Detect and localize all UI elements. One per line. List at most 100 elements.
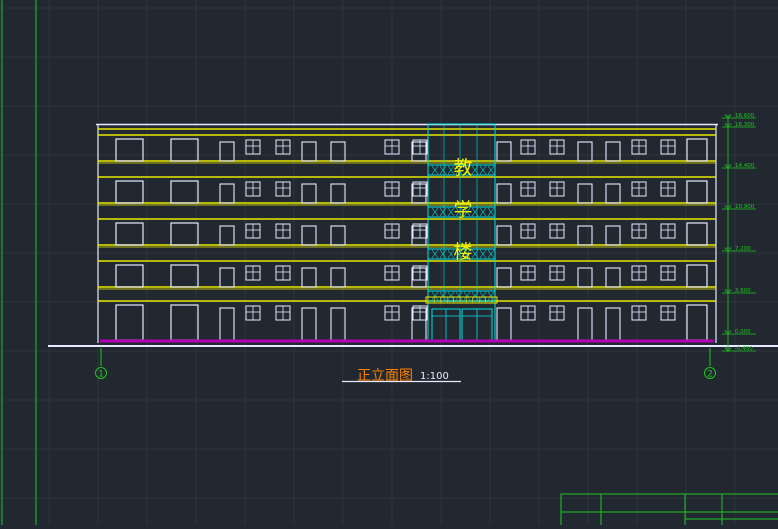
window-tall [496, 307, 512, 341]
building-elevation [48, 123, 778, 347]
window-mullioned [631, 223, 647, 239]
landing-hatch [431, 165, 439, 175]
elevation-label: 16.600 [735, 113, 755, 119]
window-large [115, 138, 144, 162]
window-mullioned [520, 139, 536, 155]
landing-hatch [479, 291, 487, 301]
window-tall [605, 141, 621, 162]
drawing-title-text: 正立面图 [357, 368, 413, 384]
window-mullioned [549, 305, 565, 321]
elevation-marks: 16.600 16.300 14.400 10.900 7.200 3.600 0.000 -… [722, 113, 756, 352]
landing-hatch [447, 165, 455, 175]
elevation-mark-grade: -0.450 [722, 346, 756, 352]
landing-hatch [455, 207, 463, 217]
window-large [170, 138, 199, 162]
window-tall [577, 183, 593, 204]
axis-marker-right: 2 [704, 348, 716, 380]
window-tall [219, 267, 235, 288]
building-name-char-3: 楼 [453, 241, 472, 263]
window-tall [605, 267, 621, 288]
axis-label-right: 2 [707, 370, 713, 380]
window-mullioned [245, 181, 261, 197]
entrance-canopy [425, 296, 498, 304]
elevation-mark-floor-2: 3.600 [722, 288, 756, 294]
window-mullioned [660, 181, 676, 197]
landing-hatch [487, 165, 495, 175]
elevation-label: 10.900 [735, 204, 755, 210]
window-tall [496, 141, 512, 162]
stair-landing [427, 290, 496, 302]
axis-label-left: 1 [98, 370, 104, 380]
stair-landing [427, 164, 496, 176]
landing-hatch [463, 291, 471, 301]
window-tall [301, 267, 317, 288]
window-tall [411, 267, 427, 288]
window-mullioned [660, 305, 676, 321]
window-tall [301, 307, 317, 341]
landing-hatch [447, 207, 455, 217]
window-large [170, 180, 199, 204]
window-mullioned [275, 305, 291, 321]
window-mullioned [275, 181, 291, 197]
window-large [170, 304, 199, 341]
drawing-scale-text: 1:100 [420, 371, 449, 382]
elevation-mark-ground: 0.000 [722, 329, 756, 335]
window-large [115, 222, 144, 246]
landing-hatch [439, 165, 447, 175]
window-mullioned [384, 265, 400, 281]
elevation-label: 14.400 [735, 163, 755, 169]
window-large [686, 304, 708, 341]
landing-hatch [487, 207, 495, 217]
window-tall [219, 225, 235, 246]
window-mullioned [245, 265, 261, 281]
window-mullioned [384, 181, 400, 197]
elevation-triangle [724, 289, 732, 294]
window-large [115, 180, 144, 204]
landing-hatch [447, 249, 455, 259]
landing-hatch [431, 207, 439, 217]
landing-hatch [431, 291, 439, 301]
window-mullioned [275, 265, 291, 281]
window-large [686, 264, 708, 288]
elevation-triangle [724, 347, 732, 352]
window-tall [605, 225, 621, 246]
window-tall [330, 183, 346, 204]
landing-hatch [471, 165, 479, 175]
elevation-label: 16.300 [735, 122, 755, 128]
window-mullioned [549, 181, 565, 197]
window-tall [605, 307, 621, 341]
window-mullioned [520, 305, 536, 321]
window-mullioned [549, 139, 565, 155]
window-tall [496, 183, 512, 204]
window-mullioned [412, 181, 428, 197]
window-mullioned [660, 139, 676, 155]
landing-rail [427, 290, 496, 302]
window-mullioned [660, 223, 676, 239]
window-group [115, 138, 708, 341]
window-tall [219, 307, 235, 341]
window-mullioned [245, 223, 261, 239]
window-mullioned [549, 265, 565, 281]
main-entrance [425, 296, 498, 343]
window-mullioned [275, 139, 291, 155]
landing-rail [427, 164, 496, 176]
window-mullioned [631, 181, 647, 197]
title-block [560, 493, 778, 529]
elevation-mark-roof: 16.300 [722, 122, 756, 128]
window-tall [301, 141, 317, 162]
entrance-door [461, 308, 493, 341]
elevation-label: 7.200 [735, 246, 751, 252]
elevation-mark-roof-top: 16.600 [722, 113, 756, 119]
window-tall [411, 141, 427, 162]
building-name-char-2: 学 [453, 199, 472, 221]
landing-rail [427, 248, 496, 260]
window-tall [411, 225, 427, 246]
window-tall [330, 225, 346, 246]
window-mullioned [384, 139, 400, 155]
elevation-triangle [724, 164, 732, 169]
window-mullioned [384, 223, 400, 239]
window-mullioned [520, 181, 536, 197]
landing-hatch [471, 207, 479, 217]
